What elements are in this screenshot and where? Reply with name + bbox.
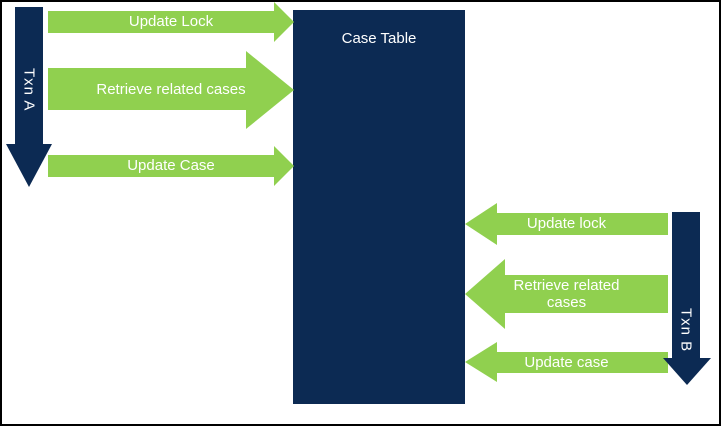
txn-b-retrieve-related-cases-arrow: Retrieve related cases <box>465 259 668 329</box>
txn-a-update-lock-arrow: Update Lock <box>48 2 294 42</box>
arrow-label-text: Retrieve related cases <box>96 81 246 99</box>
arrow-label-text: Update case <box>524 353 609 371</box>
txn-a-arrow: Txn A <box>6 7 52 187</box>
txn-a-retrieve-related-cases-arrow: Retrieve related cases <box>48 51 294 129</box>
arrowhead-right-icon <box>274 2 294 42</box>
arrowhead-left-icon <box>465 259 505 329</box>
arrow-body <box>497 352 668 373</box>
arrowhead-left-icon <box>465 203 497 245</box>
txn-b-update-case-arrow: Update case <box>465 342 668 383</box>
arrow-label-text: Retrieve related cases <box>513 276 620 311</box>
txn-a-label: Txn A <box>20 67 38 112</box>
arrow-body <box>48 11 274 33</box>
arrow-label: Retrieve related cases <box>48 51 294 129</box>
txn-a-arrowhead-down-icon <box>6 144 52 187</box>
arrowhead-right-icon <box>274 146 294 186</box>
arrow-body <box>48 155 274 177</box>
txn-b-label: Txn B <box>677 307 695 352</box>
txn-b-update-lock-arrow: Update lock <box>465 203 668 245</box>
txn-b-arrow: Txn B <box>663 212 711 385</box>
arrow-label: Retrieve related cases <box>465 259 668 329</box>
arrowhead-left-icon <box>465 342 497 382</box>
arrow-body <box>505 275 668 313</box>
arrow-label: Update lock <box>465 203 668 245</box>
arrow-label-text: Update lock <box>526 215 607 233</box>
txn-a-update-case-arrow: Update Case <box>48 146 294 186</box>
txn-a-shaft: Txn A <box>15 7 43 144</box>
arrow-label: Update Lock <box>48 2 294 42</box>
arrowhead-right-icon <box>246 51 294 129</box>
arrow-body <box>497 213 668 235</box>
arrow-label: Update case <box>465 342 668 383</box>
arrow-body <box>48 68 246 110</box>
txn-b-arrowhead-down-icon <box>663 358 711 385</box>
arrow-label-text: Update Lock <box>128 13 214 31</box>
case-table-title: Case Table <box>341 30 417 47</box>
txn-b-shaft: Txn B <box>672 212 700 358</box>
case-table-block: Case Table <box>293 10 465 404</box>
arrow-label: Update Case <box>48 146 294 186</box>
arrow-label-text: Update Case <box>127 157 215 175</box>
